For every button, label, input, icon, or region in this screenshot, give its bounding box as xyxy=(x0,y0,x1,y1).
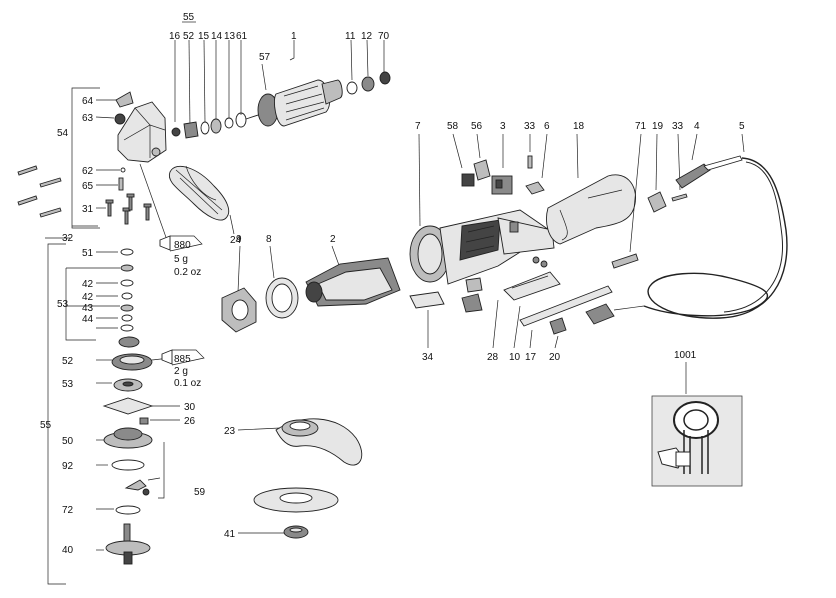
callout-51: 51 xyxy=(82,248,94,259)
callout-1001: 1001 xyxy=(674,350,697,361)
callout-59: 59 xyxy=(194,487,206,498)
callout-70: 70 xyxy=(378,31,390,42)
callout-40: 40 xyxy=(62,545,74,556)
callout-57: 57 xyxy=(259,52,271,63)
callout-44: 44 xyxy=(82,314,94,325)
callout-53-lower: 53 xyxy=(62,379,74,390)
callout-12: 12 xyxy=(361,31,373,42)
callout-24: 24 xyxy=(230,235,242,246)
callout-16: 16 xyxy=(169,31,181,42)
callout-52-top: 52 xyxy=(183,31,195,42)
callout-19: 19 xyxy=(652,121,664,132)
callout-4: 4 xyxy=(694,121,700,132)
grease-code: 885 xyxy=(174,354,191,365)
callout-8: 8 xyxy=(266,234,272,245)
callout-28: 28 xyxy=(487,352,499,363)
callout-61: 61 xyxy=(236,31,248,42)
callout-26: 26 xyxy=(184,416,196,427)
callout-62: 62 xyxy=(82,166,94,177)
grease-ounces: 0.1 oz xyxy=(174,378,201,389)
callout-7: 7 xyxy=(415,121,421,132)
callout-15: 15 xyxy=(198,31,210,42)
callout-14: 14 xyxy=(211,31,223,42)
callout-56: 56 xyxy=(471,121,483,132)
callout-17: 17 xyxy=(525,352,537,363)
callout-58: 58 xyxy=(447,121,459,132)
callout-31: 31 xyxy=(82,204,94,215)
motor-housing-group xyxy=(409,133,788,349)
callout-23: 23 xyxy=(224,426,236,437)
callout-9: 9 xyxy=(236,234,242,245)
wiring-diagram-1001 xyxy=(651,362,743,487)
callout-50: 50 xyxy=(62,436,74,447)
callout-2: 2 xyxy=(330,234,336,245)
callout-72: 72 xyxy=(62,505,74,516)
grease-tag-880: 880 5 g 0.2 oz xyxy=(174,240,201,278)
callout-65: 65 xyxy=(82,181,94,192)
callout-30: 30 xyxy=(184,402,196,413)
callout-63: 63 xyxy=(82,113,94,124)
callout-18: 18 xyxy=(573,121,585,132)
callout-33-mid: 33 xyxy=(524,121,536,132)
callout-6: 6 xyxy=(544,121,550,132)
armature-group xyxy=(171,21,391,139)
callout-55-left: 55 xyxy=(40,420,52,431)
callout-42-b: 42 xyxy=(82,292,94,303)
grease-ounces: 0.2 oz xyxy=(174,267,201,278)
callout-5: 5 xyxy=(739,121,745,132)
callout-53-left: 53 xyxy=(57,299,69,310)
callout-11: 11 xyxy=(345,31,356,42)
callout-55-top: 55 xyxy=(183,12,195,23)
callout-43: 43 xyxy=(82,303,94,314)
grease-code: 880 xyxy=(174,240,191,251)
guard-group xyxy=(237,418,363,539)
callout-42-a: 42 xyxy=(82,279,94,290)
callout-3: 3 xyxy=(500,121,506,132)
callout-92: 92 xyxy=(62,461,74,472)
grease-amount: 5 g xyxy=(174,254,188,265)
callout-71: 71 xyxy=(635,121,647,132)
grease-amount: 2 g xyxy=(174,366,188,377)
callout-10: 10 xyxy=(509,352,521,363)
callout-32: 32 xyxy=(62,233,74,244)
gear-housing-group xyxy=(17,87,235,252)
callout-33-right: 33 xyxy=(672,121,684,132)
callout-64: 64 xyxy=(82,96,94,107)
spindle-stack-group xyxy=(47,243,205,585)
callout-20: 20 xyxy=(549,352,561,363)
callout-1: 1 xyxy=(291,31,297,42)
callout-52-left: 52 xyxy=(62,356,74,367)
callout-13: 13 xyxy=(224,31,236,42)
motor-group xyxy=(221,245,401,333)
callout-54: 54 xyxy=(57,128,69,139)
grease-tag-885: 885 2 g 0.1 oz xyxy=(174,354,201,389)
callout-41: 41 xyxy=(224,529,236,540)
callout-labels: 55 16 52 15 14 13 61 1 57 11 12 70 64 63… xyxy=(40,12,745,556)
callout-34: 34 xyxy=(422,352,434,363)
